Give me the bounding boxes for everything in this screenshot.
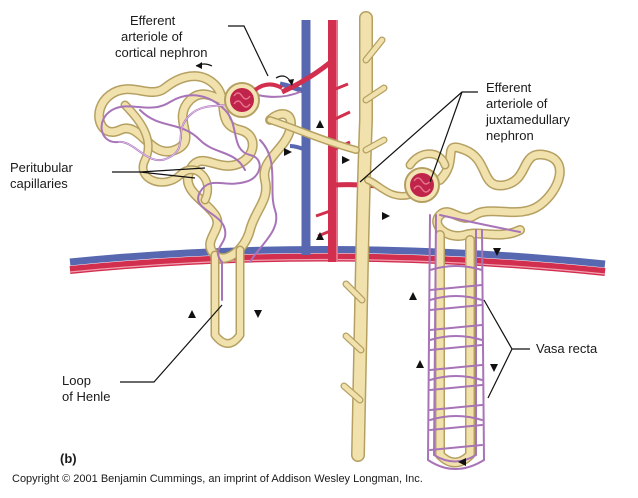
juxtamedullary-nephron-tubules bbox=[364, 142, 565, 468]
arrow-right bbox=[382, 212, 390, 220]
cortical-glomerulus bbox=[224, 82, 283, 118]
label-text: Peritubular bbox=[10, 160, 74, 175]
label-efferent-juxtamedullary: Efferent arteriole of juxtamedullary nep… bbox=[485, 80, 570, 143]
arrow-up bbox=[416, 360, 424, 368]
peritubular-capillaries bbox=[100, 91, 301, 301]
label-efferent-cortical: Efferent arteriole of cortical nephron bbox=[115, 13, 208, 60]
label-text: Loop bbox=[62, 373, 91, 388]
loop-of-henle bbox=[210, 245, 245, 348]
label-text: of Henle bbox=[62, 389, 110, 404]
label-text: juxtamedullary bbox=[485, 112, 570, 127]
label-vasa-recta: Vasa recta bbox=[536, 341, 598, 356]
arrow-left bbox=[458, 458, 466, 466]
label-text: arteriole of bbox=[121, 29, 183, 44]
label-text: nephron bbox=[486, 128, 534, 143]
label-text: Efferent bbox=[486, 80, 532, 95]
flow-arrows bbox=[188, 62, 501, 466]
label-text: capillaries bbox=[10, 176, 68, 191]
copyright-line: Copyright © 2001 Benjamin Cummings, an i… bbox=[12, 473, 423, 485]
arrow-down bbox=[254, 310, 262, 318]
label-text: cortical nephron bbox=[115, 45, 208, 60]
arrow-up bbox=[188, 310, 196, 318]
efferent-arteriole-cortical-vessel bbox=[253, 82, 283, 92]
arrow-up bbox=[316, 232, 324, 240]
label-peritubular: Peritubular capillaries bbox=[10, 160, 74, 191]
label-loop-henle: Loop of Henle bbox=[62, 373, 110, 404]
panel-label: (b) bbox=[60, 451, 77, 466]
label-text: Efferent bbox=[130, 13, 176, 28]
label-text: Vasa recta bbox=[536, 341, 598, 356]
leader-lines bbox=[112, 25, 530, 399]
vasa-recta bbox=[426, 214, 521, 470]
arrow-down bbox=[490, 364, 498, 372]
arrow-up bbox=[316, 120, 324, 128]
label-text: arteriole of bbox=[486, 96, 548, 111]
juxtamedullary-glomerulus bbox=[404, 167, 440, 203]
arrow-up bbox=[409, 292, 417, 300]
afferent-arteriole-cortical bbox=[280, 58, 335, 95]
arrow-right bbox=[284, 148, 292, 156]
arrow-down bbox=[493, 248, 501, 256]
collecting-duct bbox=[340, 11, 388, 462]
cortical-nephron-tubules bbox=[94, 71, 360, 264]
arrow-right bbox=[342, 156, 350, 164]
